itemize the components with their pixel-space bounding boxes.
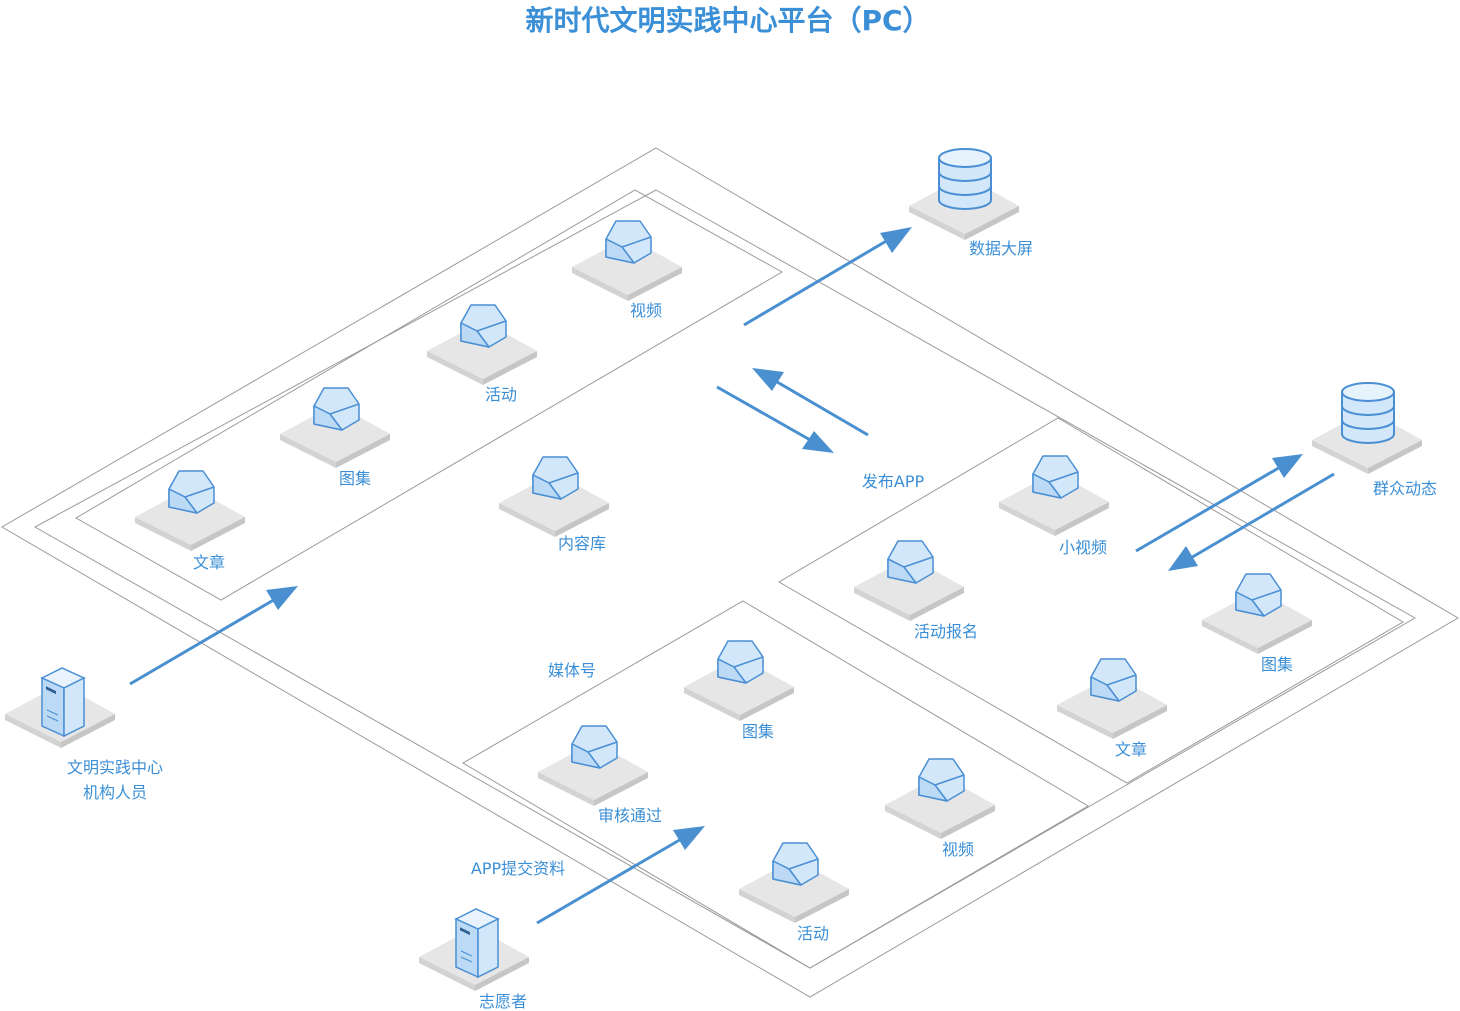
server-icon: [455, 908, 499, 978]
hexagon-icon: [1032, 455, 1079, 499]
arrow-to-public-feed: [1135, 454, 1303, 553]
content-library-label: 内容库: [558, 534, 606, 553]
media-account-region: [462, 600, 1089, 969]
hexagon-icon: [717, 640, 764, 684]
hexagon-icon: [918, 758, 965, 802]
content-node-gallery: 图集: [280, 387, 390, 488]
app-node-label: 活动报名: [914, 622, 978, 641]
media-node-label: 活动: [797, 924, 829, 943]
hexagon-icon: [460, 304, 507, 348]
platform-outline: [1, 147, 1459, 998]
content-node-activity: 活动: [427, 304, 537, 404]
media-node-approved: 审核通过: [538, 725, 662, 825]
hexagon-icon: [772, 842, 819, 886]
app-node-article: 文章: [1057, 658, 1167, 759]
content-node-label: 视频: [630, 301, 662, 320]
db-label: 群众动态: [1373, 479, 1437, 498]
hexagon-icon: [313, 387, 360, 431]
content-node-label: 图集: [339, 469, 371, 488]
app-node-activity-signup: 活动报名: [854, 540, 978, 641]
media-node-activity: 活动: [739, 842, 849, 943]
db-data-screen: 数据大屏: [909, 148, 1033, 258]
hexagon-icon: [1235, 573, 1282, 617]
arrow-from-public-feed: [1168, 472, 1335, 571]
hexagon-icon: [168, 470, 215, 514]
app-node-label: 文章: [1115, 740, 1147, 759]
db-label: 数据大屏: [969, 239, 1033, 258]
content-node-article: 文章: [135, 470, 245, 572]
hexagon-icon: [1090, 658, 1137, 702]
actor-label: 文明实践中心: [67, 758, 163, 777]
hexagon-icon: [571, 725, 618, 769]
actor-center-staff: 文明实践中心 机构人员: [5, 667, 163, 802]
media-node-video: 视频: [885, 758, 995, 859]
media-account-label: 媒体号: [548, 661, 596, 680]
content-node-label: 文章: [193, 553, 225, 572]
actor-label: 机构人员: [83, 783, 147, 802]
app-node-short-video: 小视频: [999, 455, 1109, 557]
database-icon: [1341, 382, 1395, 444]
app-node-label: 小视频: [1059, 538, 1107, 557]
server-icon: [41, 667, 85, 737]
db-public-feed: 群众动态: [1312, 382, 1437, 498]
app-node-label: 图集: [1261, 655, 1293, 674]
arrow-from-publish: [752, 368, 869, 437]
content-node-label: 活动: [485, 385, 517, 404]
app-region: [778, 417, 1404, 784]
content-library-node: 内容库: [499, 456, 609, 553]
media-node-label: 视频: [942, 840, 974, 859]
arrow-to-data-screen: [743, 227, 912, 327]
actor-label: 志愿者: [479, 992, 527, 1011]
database-icon: [938, 148, 992, 210]
hexagon-icon: [887, 540, 934, 584]
diagram-title: 新时代文明实践中心平台（PC）: [525, 4, 930, 37]
app-submit-label: APP提交资料: [471, 859, 565, 878]
platform-inner-outline: [33, 189, 1417, 969]
publish-app-label: 发布APP: [862, 472, 925, 491]
media-node-gallery: 图集: [684, 640, 794, 741]
actor-volunteer: 志愿者: [419, 908, 529, 1011]
arrow-to-publish: [716, 385, 834, 453]
content-library-region: [74, 189, 784, 601]
app-node-gallery: 图集: [1202, 573, 1312, 674]
arrow-from-center-staff: [129, 586, 298, 686]
arrow-from-volunteer: [536, 826, 705, 925]
hexagon-icon: [605, 220, 652, 264]
media-node-label: 审核通过: [598, 806, 662, 825]
media-node-label: 图集: [742, 722, 774, 741]
content-node-video: 视频: [572, 220, 682, 320]
hexagon-icon: [532, 456, 579, 500]
